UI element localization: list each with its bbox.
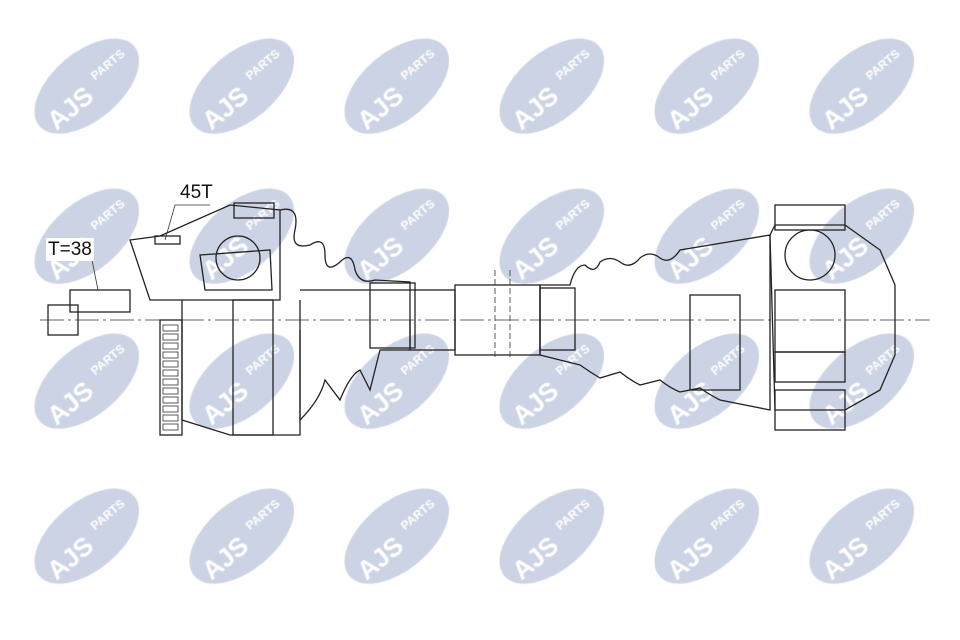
abs-tooth xyxy=(162,378,179,386)
thread-label: T=38 xyxy=(48,239,92,260)
inner-tripod-joint xyxy=(769,204,896,431)
outer-boot-lower xyxy=(299,320,411,422)
leader-45t-arrow xyxy=(164,204,176,241)
teeth-count-label: 45T xyxy=(180,182,213,203)
abs-tooth xyxy=(162,387,179,395)
abs-tooth xyxy=(162,351,179,359)
shaft xyxy=(409,270,541,360)
label-backing xyxy=(178,181,216,204)
label-backing xyxy=(46,238,94,261)
inner-boot xyxy=(539,234,771,411)
abs-tooth xyxy=(162,423,179,431)
abs-tooth xyxy=(162,369,179,377)
abs-tooth xyxy=(162,405,179,413)
abs-tooth xyxy=(162,396,179,404)
boot-clamp xyxy=(369,282,416,349)
outer-cv-joint xyxy=(47,202,301,436)
abs-tooth xyxy=(162,414,179,422)
leader-thread-arrow xyxy=(91,259,99,291)
abs-tooth xyxy=(162,333,179,341)
abs-ring xyxy=(162,324,179,431)
outer-boot xyxy=(279,208,411,291)
abs-tooth xyxy=(162,324,179,332)
abs-tooth xyxy=(162,342,179,350)
abs-tooth xyxy=(162,360,179,368)
